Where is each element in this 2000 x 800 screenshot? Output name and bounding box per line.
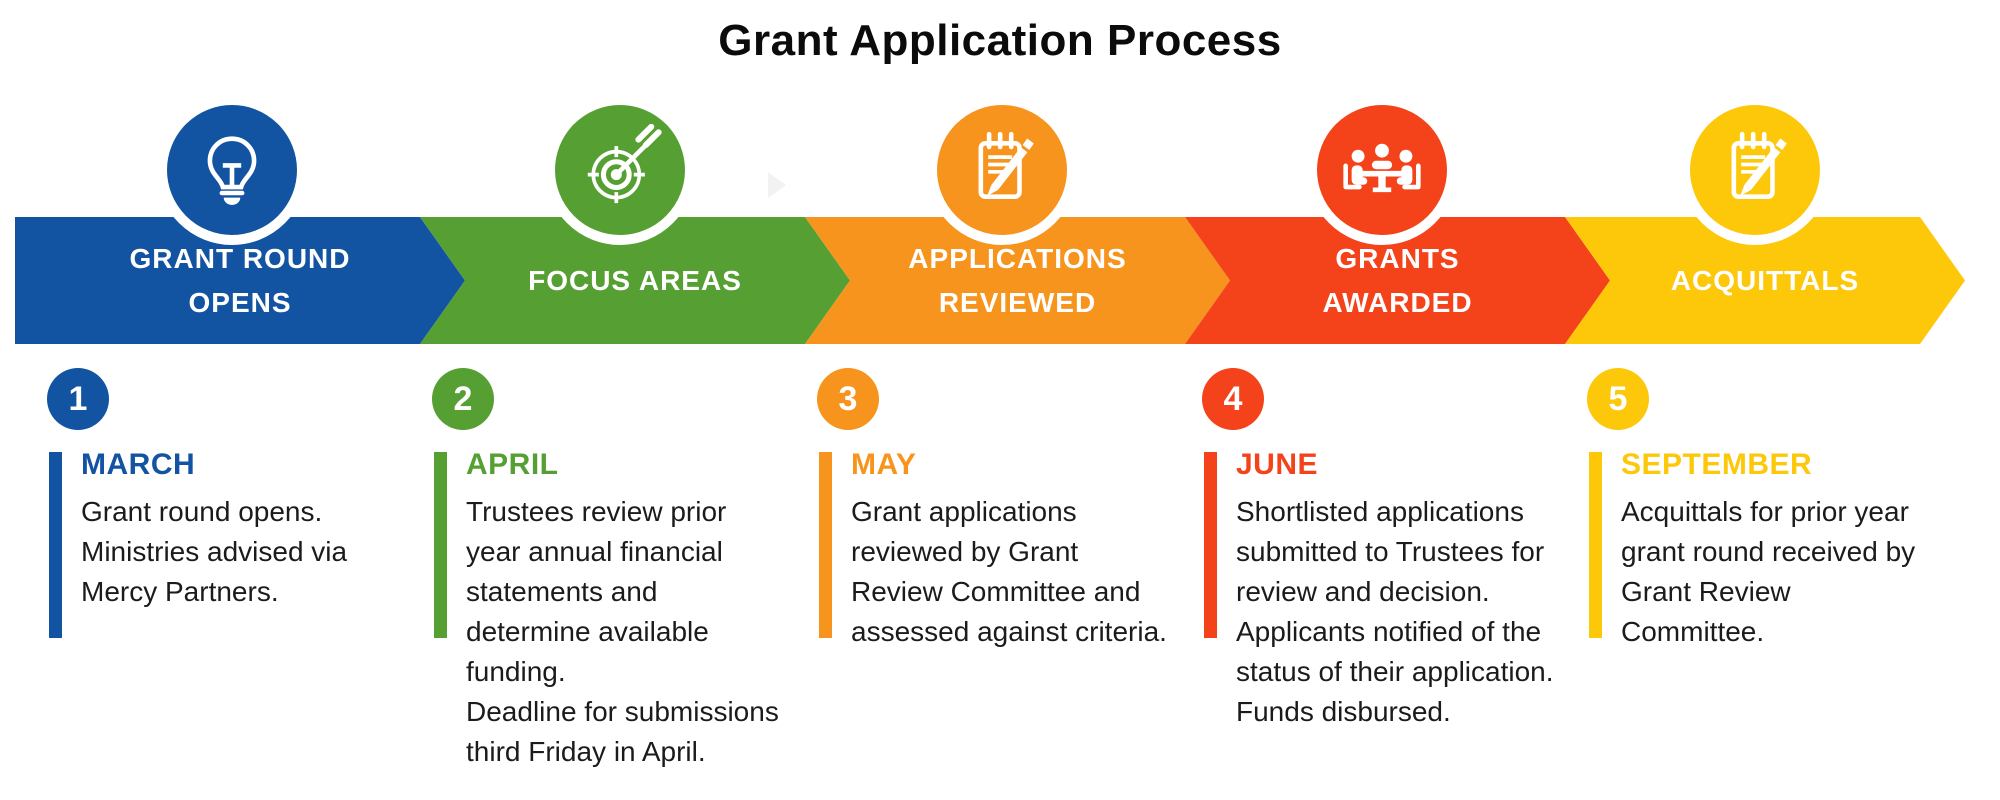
stage-description: Grant applications reviewed by Grant Rev… — [851, 496, 1167, 647]
stage-column-march: 1 MARCH Grant round opens.Ministries adv… — [15, 368, 400, 638]
meeting-icon — [1307, 95, 1457, 245]
band-label: GRANTS AWARDED — [1322, 243, 1473, 318]
band-label: APPLICATIONS REVIEWED — [908, 243, 1127, 318]
notepad-pencil-icon — [1680, 95, 1830, 245]
target-arrow-icon — [545, 95, 695, 245]
month-label: JUNE — [1236, 448, 1319, 481]
band-label: GRANT ROUND OPENS — [129, 243, 351, 318]
accent-bar — [434, 452, 447, 638]
stage-description: Grant round opens.Ministries advised via… — [81, 496, 348, 607]
step-number-badge: 2 — [432, 368, 494, 430]
accent-bar — [819, 452, 832, 638]
accent-bar — [1204, 452, 1217, 638]
page-title: Grant Application Process — [718, 16, 1282, 65]
month-label: APRIL — [466, 448, 559, 481]
stage-description: Trustees review prior year annual financ… — [466, 496, 779, 767]
lightbulb-icon — [157, 95, 307, 245]
band-label: FOCUS AREAS — [528, 264, 742, 296]
stage-description: Shortlisted applications submitted to Tr… — [1236, 496, 1554, 727]
band-segment-acquittals: ACQUITTALS — [1565, 217, 1965, 344]
stage-column-april: 2 APRIL Trustees review prior year annua… — [400, 368, 785, 772]
stage-column-may: 3 MAY Grant applications reviewed by Gra… — [785, 368, 1170, 652]
month-label: MARCH — [81, 448, 196, 481]
month-label: SEPTEMBER — [1621, 448, 1813, 481]
step-number-badge: 5 — [1587, 368, 1649, 430]
step-number-badge: 3 — [817, 368, 879, 430]
band-label: ACQUITTALS — [1670, 264, 1860, 296]
notepad-pencil-icon — [927, 95, 1077, 245]
stage-column-september: 5 SEPTEMBER Acquittals for prior year gr… — [1555, 368, 1940, 652]
stage-description: Acquittals for prior year grant round re… — [1621, 496, 1916, 647]
accent-bar — [49, 452, 62, 638]
accent-bar — [1589, 452, 1602, 638]
step-number-badge: 1 — [47, 368, 109, 430]
step-number-badge: 4 — [1202, 368, 1264, 430]
stage-column-june: 4 JUNE Shortlisted applications submitte… — [1170, 368, 1555, 732]
month-label: MAY — [851, 448, 917, 481]
play-arrow-icon — [768, 172, 786, 198]
